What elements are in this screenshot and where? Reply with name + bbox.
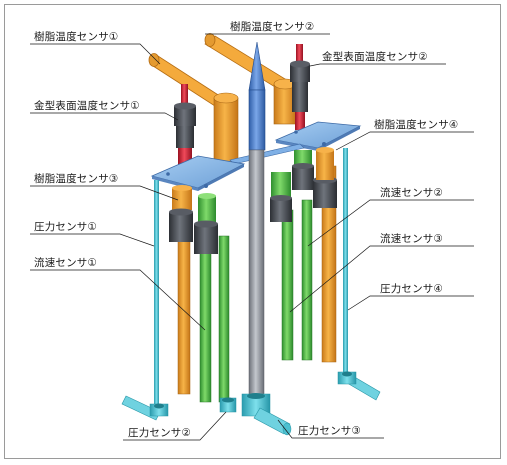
label-pressure-1: 圧力センサ① <box>34 221 98 233</box>
pressure-sensor-4 <box>337 148 381 401</box>
label-flow-2: 流速センサ② <box>380 187 444 199</box>
leader-lines <box>30 33 474 441</box>
label-resin-temp-4: 樹脂温度センサ④ <box>374 119 459 131</box>
center-gray-pipe <box>248 149 265 397</box>
diagram-frame <box>4 4 501 459</box>
label-mold-surface-temp-2: 金型表面温度センサ② <box>322 51 428 63</box>
leader-resin-temp-3 <box>30 185 179 201</box>
mold-surface-temp-sensor-1 <box>174 84 196 166</box>
pressure-sensor-2 <box>219 397 237 413</box>
label-pressure-3: 圧力センサ③ <box>298 425 362 437</box>
center-bar <box>229 143 305 165</box>
label-resin-temp-3: 樹脂温度センサ③ <box>34 173 119 185</box>
label-flow-1: 流速センサ① <box>34 257 98 269</box>
resin-temp-pipe-1-vertical <box>213 92 239 164</box>
leader-resin-temp-1 <box>30 43 161 65</box>
pressure-sensor-3 <box>241 393 292 436</box>
left-plate <box>150 155 246 191</box>
leader-mold-temp-1 <box>30 112 179 121</box>
leader-flow-1 <box>30 269 206 331</box>
label-pressure-4: 圧力センサ④ <box>380 283 444 295</box>
leader-pressure-4 <box>347 295 474 311</box>
center-blue-pipe <box>248 41 266 151</box>
leader-flow-3 <box>289 245 474 313</box>
leader-mold-temp-2 <box>309 63 446 67</box>
left-cluster <box>169 185 230 403</box>
leader-pressure-3 <box>277 419 384 439</box>
mold-surface-temp-sensor-2 <box>290 44 310 130</box>
leader-flow-2 <box>307 199 474 247</box>
label-flow-3: 流速センサ③ <box>380 233 444 245</box>
label-resin-temp-2: 樹脂温度センサ② <box>230 21 315 33</box>
label-pressure-2: 圧力センサ② <box>128 427 192 439</box>
label-resin-temp-1: 樹脂温度センサ① <box>34 31 119 43</box>
pressure-sensor-1 <box>121 180 169 421</box>
label-mold-surface-temp-1: 金型表面温度センサ① <box>34 100 140 112</box>
leader-pressure-2 <box>123 411 227 441</box>
right-cluster <box>270 147 337 363</box>
leader-resin-temp-4 <box>335 131 474 151</box>
leader-pressure-1 <box>30 233 155 247</box>
